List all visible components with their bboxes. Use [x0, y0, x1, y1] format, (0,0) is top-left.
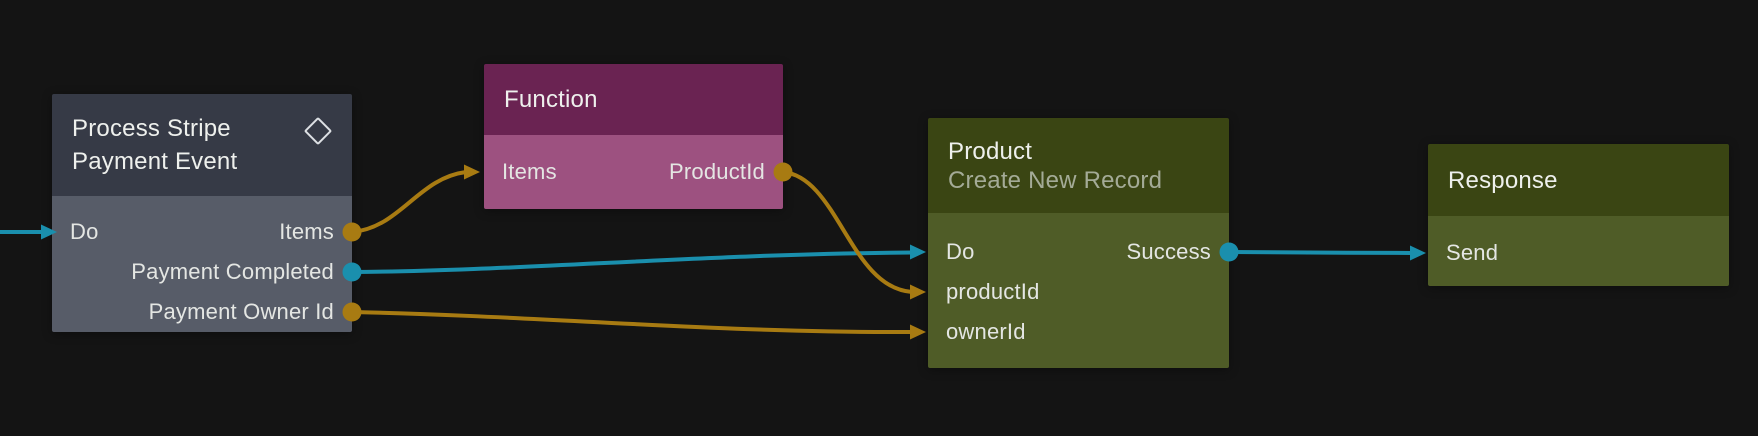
- node-subtitle: Create New Record: [948, 166, 1163, 194]
- node-title: Product: [948, 137, 1033, 165]
- output-port-productid[interactable]: ProductId: [669, 159, 765, 184]
- wire-items-to-function-items[interactable]: [350, 170, 468, 234]
- port-row[interactable]: Do Items: [52, 212, 352, 252]
- port-row[interactable]: productId: [928, 272, 1229, 312]
- node-body: Do Items Payment Completed Payment Owner…: [52, 196, 352, 332]
- arrowhead-product-ownerid: [910, 324, 926, 340]
- node-title: Response: [1448, 166, 1558, 194]
- node-header[interactable]: Response: [1428, 144, 1729, 216]
- output-port-success[interactable]: Success: [1126, 239, 1211, 264]
- output-port-items[interactable]: Items: [279, 219, 334, 244]
- node-body: Send: [1428, 216, 1729, 286]
- wire-payment-owner-id-to-product-ownerid[interactable]: [350, 310, 914, 335]
- wire-success-to-response-send[interactable]: [1227, 250, 1414, 255]
- output-port-payment-completed[interactable]: Payment Completed: [131, 259, 334, 284]
- node-header[interactable]: Process Stripe Payment Event: [52, 94, 352, 196]
- port-row[interactable]: Send: [1428, 233, 1729, 273]
- node-product[interactable]: Product Create New Record Do Success pro…: [928, 118, 1229, 368]
- node-process-stripe-payment-event[interactable]: Process Stripe Payment Event Do Items Pa…: [52, 94, 352, 332]
- input-port-do[interactable]: Do: [946, 239, 975, 264]
- node-function[interactable]: Function Items ProductId: [484, 64, 783, 209]
- port-row[interactable]: Do Success: [928, 232, 1229, 272]
- input-port-items[interactable]: Items: [502, 159, 557, 184]
- node-body: Items ProductId: [484, 135, 783, 209]
- arrowhead-product-do: [910, 244, 926, 260]
- wire-productid-to-product-productid[interactable]: [781, 170, 914, 294]
- node-body: Do Success productId ownerId: [928, 213, 1229, 368]
- output-port-payment-owner-id[interactable]: Payment Owner Id: [148, 299, 334, 324]
- node-title: Process Stripe Payment Event: [72, 115, 238, 175]
- node-header[interactable]: Product Create New Record: [928, 118, 1229, 213]
- arrowhead-response-send: [1410, 245, 1426, 261]
- input-port-do[interactable]: Do: [70, 219, 99, 244]
- node-response[interactable]: Response Send: [1428, 144, 1729, 286]
- input-port-ownerid[interactable]: ownerId: [946, 319, 1026, 344]
- arrowhead-function-items: [464, 164, 480, 180]
- node-header[interactable]: Function: [484, 64, 783, 135]
- port-row[interactable]: Payment Completed: [52, 252, 352, 292]
- wire-payment-completed-to-product-do[interactable]: [350, 250, 914, 274]
- port-row[interactable]: ownerId: [928, 312, 1229, 352]
- input-port-productid[interactable]: productId: [946, 279, 1040, 304]
- port-row[interactable]: Items ProductId: [484, 152, 783, 192]
- port-row[interactable]: Payment Owner Id: [52, 292, 352, 332]
- node-title: Function: [504, 86, 598, 113]
- arrowhead-product-productid: [910, 284, 926, 300]
- input-port-send[interactable]: Send: [1446, 240, 1499, 265]
